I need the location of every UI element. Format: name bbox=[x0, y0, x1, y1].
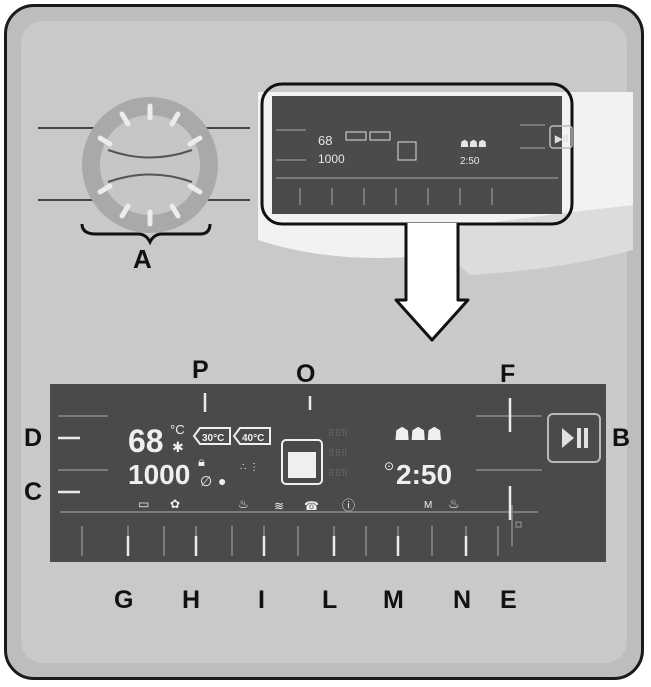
svg-text:68: 68 bbox=[318, 133, 332, 148]
phone-icon: ☎ bbox=[304, 499, 319, 513]
label-m: M bbox=[383, 586, 404, 614]
play-pause-button[interactable] bbox=[547, 413, 601, 463]
label-l: L bbox=[322, 586, 338, 614]
label-i: I bbox=[258, 586, 265, 614]
label-g: G bbox=[114, 586, 134, 614]
steam-icon: ♨ bbox=[448, 496, 460, 511]
label-a: A bbox=[133, 244, 152, 274]
drum-icon bbox=[281, 439, 323, 485]
temperature-unit: °C bbox=[170, 422, 185, 437]
knob-inner bbox=[100, 115, 200, 215]
svg-text:⠿⠿⠿: ⠿⠿⠿ bbox=[328, 468, 348, 478]
dim-segments: ⠿⠿⠿ ⠿⠿⠿ ⠿⠿⠿ bbox=[328, 428, 348, 478]
spin-value: 1000 bbox=[128, 459, 190, 490]
drop-icon: ● bbox=[218, 473, 226, 489]
wifi-icon: ≋ bbox=[274, 499, 284, 513]
m-marker: M bbox=[424, 500, 432, 511]
mini-play-pause-icon: ▶II bbox=[554, 134, 568, 145]
iron-icon: ⓘ bbox=[342, 498, 355, 513]
temperature-value: 68 bbox=[128, 423, 164, 459]
fan-icon: ✿ bbox=[170, 497, 180, 511]
panel-small-square bbox=[515, 521, 522, 528]
label-b: B bbox=[612, 424, 631, 452]
label-d: D bbox=[24, 424, 43, 452]
play-pause-icon bbox=[562, 428, 588, 448]
knob-brace bbox=[80, 223, 212, 246]
svg-text:30°C: 30°C bbox=[202, 433, 224, 444]
mini-play-pause-button bbox=[549, 125, 573, 149]
label-n: N bbox=[453, 586, 472, 614]
dots-icon: ∴ ⋮ bbox=[240, 462, 259, 473]
temp-badge-30: 30°C bbox=[192, 427, 231, 445]
mini-display-panel bbox=[272, 96, 562, 214]
svg-text:☗☗☗: ☗☗☗ bbox=[460, 139, 487, 150]
display-glyphs: 68 °C ✱ 1000 30°C 40°C 🔒︎ ∅ ● ∴ ⋮ ☗☗☗ 2:… bbox=[128, 422, 460, 513]
label-f: F bbox=[500, 360, 516, 388]
mini-display-glyphs: 68 1000 ☗☗☗ 2:50 bbox=[318, 131, 487, 167]
panel-lines bbox=[58, 415, 542, 556]
no-stain-icon: ∅ bbox=[200, 473, 212, 489]
time-value: 2:50 bbox=[396, 459, 452, 490]
label-c: C bbox=[24, 478, 43, 506]
svg-text:40°C: 40°C bbox=[242, 433, 264, 444]
timer-icon: ⊙ bbox=[384, 459, 394, 473]
callout-leader-lines bbox=[58, 393, 512, 556]
svg-text:⠿⠿⠿: ⠿⠿⠿ bbox=[328, 428, 348, 438]
label-h: H bbox=[182, 586, 201, 614]
mini-display-lines bbox=[276, 124, 558, 205]
label-p: P bbox=[192, 356, 209, 384]
knob-crossing-lines bbox=[107, 149, 193, 183]
svg-text:2:50: 2:50 bbox=[460, 156, 480, 167]
basket-icon: ♨ bbox=[238, 497, 249, 511]
drum-load-bar bbox=[288, 452, 316, 478]
zoom-arrow bbox=[394, 223, 470, 342]
shirt-icons: ☗☗☗ bbox=[394, 424, 442, 444]
knob-led-marks bbox=[97, 103, 203, 227]
snowflake-icon: ✱ bbox=[172, 439, 184, 455]
display-panel bbox=[50, 384, 606, 562]
label-o: O bbox=[296, 360, 316, 388]
label-e: E bbox=[500, 586, 517, 614]
svg-text:⠿⠿⠿: ⠿⠿⠿ bbox=[328, 448, 348, 458]
selector-knob[interactable] bbox=[82, 97, 218, 233]
detergent-icon: ▭ bbox=[138, 497, 149, 511]
appliance-shadow bbox=[420, 205, 633, 275]
temp-badge-40: 40°C bbox=[232, 427, 271, 445]
lock-icon: 🔒︎ bbox=[198, 454, 205, 469]
svg-text:1000: 1000 bbox=[318, 152, 345, 166]
